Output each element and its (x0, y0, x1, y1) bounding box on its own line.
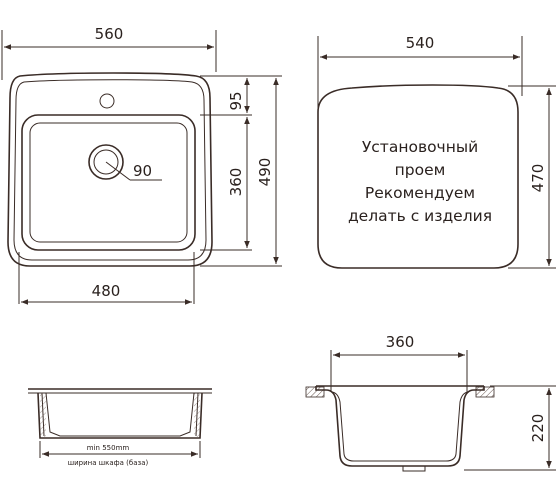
bowl-width-label: 480 (92, 282, 121, 300)
countertop-left (305, 386, 325, 398)
note-line-2: проем (395, 161, 446, 179)
cutout-outline (317, 84, 519, 269)
min-width-label: min 550mm (87, 444, 130, 452)
countertop-right (475, 386, 495, 398)
section-width-label: 360 (386, 333, 415, 351)
cabinet-width-label: ширина шкафа (база) (68, 459, 149, 467)
note-line-3: Рекомендуем (365, 184, 475, 202)
section-drain (402, 465, 426, 472)
cutout-height-label: 470 (529, 164, 547, 193)
tap-hole (99, 93, 115, 109)
bowl-depth-label: 360 (227, 168, 245, 197)
note-line-4: делать с изделия (348, 207, 492, 225)
sink-bowl-inner (29, 122, 188, 243)
drain-inner (93, 149, 119, 175)
section-bowl-outer (325, 389, 475, 467)
sink-outer-rim (7, 72, 213, 267)
cutout-view: 540 Установочный проем Рекомендуем делат… (317, 34, 556, 269)
back-label: 95 (227, 91, 245, 110)
section-rim (315, 385, 485, 391)
drain-outer (88, 144, 124, 180)
side-view: min 550mm ширина шкафа (база) (28, 388, 212, 467)
section-bowl-inner (330, 391, 470, 462)
note-line-1: Установочный (362, 138, 478, 156)
side-bowl-inner (45, 392, 195, 437)
section-depth-label: 220 (529, 414, 547, 443)
cutout-width-label: 540 (406, 34, 435, 52)
width-label: 560 (95, 25, 124, 43)
depth-label: 490 (256, 158, 274, 187)
side-bowl-outer (37, 392, 203, 439)
sink-inner-rim (13, 79, 207, 261)
sink-bowl (21, 114, 196, 251)
drain-label: 90 (133, 162, 152, 180)
drain-leader (105, 161, 131, 181)
section-view: 360 220 (305, 333, 556, 472)
top-view: 560 90 480 95 360 490 (1, 25, 282, 305)
